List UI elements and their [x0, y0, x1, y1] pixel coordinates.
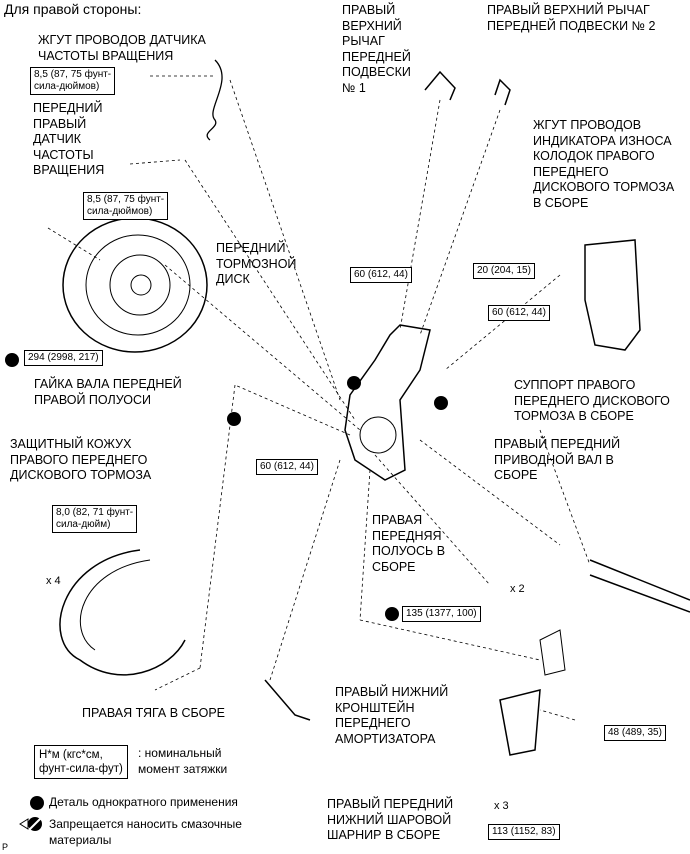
- torque-box-bracket: 48 (489, 35): [604, 725, 666, 741]
- label-axle-hub: ПРАВАЯ ПЕРЕДНЯЯ ПОЛУОСЬ В СБОРЕ: [372, 513, 446, 574]
- footer-mark: P: [2, 842, 9, 852]
- label-upper-arm-2: ПРАВЫЙ ВЕРХНИЙ РЫЧАГ ПЕРЕДНЕЙ ПОДВЕСКИ №…: [487, 3, 656, 33]
- non-reusable-marker: [227, 412, 241, 426]
- leader-line: [47, 227, 101, 261]
- leader-line: [184, 159, 356, 421]
- label-absorber-bracket: ПРАВЫЙ НИЖНИЙ КРОНШТЕЙН ПЕРЕДНЕГО АМОРТИ…: [335, 685, 449, 746]
- page-header: Для правой стороны:: [4, 1, 142, 17]
- dust-cover: [59, 549, 186, 676]
- leader-line: [269, 459, 341, 681]
- torque-box-upper1: 60 (612, 44): [350, 267, 412, 283]
- tie-rod: [264, 679, 311, 721]
- torque-box-ball: 113 (1152, 83): [488, 824, 560, 840]
- leader-line: [154, 667, 201, 691]
- count-x3: x 3: [494, 800, 509, 812]
- torque-box-tierod: 60 (612, 44): [256, 459, 318, 475]
- leader-line: [419, 109, 501, 336]
- upper-arm-1: [424, 70, 456, 101]
- leader-line: [444, 274, 561, 371]
- leader-line: [164, 264, 361, 431]
- speed-sensor-wire: [206, 59, 223, 141]
- brake-disc-hat: [109, 254, 171, 316]
- label-ball-joint: ПРАВЫЙ ПЕРЕДНИЙ НИЖНИЙ ШАРОВОЙ ШАРНИР В …: [327, 797, 454, 842]
- legend-unit-box: Н*м (кгс*см, фунт-сила-фут): [34, 745, 128, 779]
- label-pad-wear-wire: ЖГУТ ПРОВОДОВ ИНДИКАТОРА ИЗНОСА КОЛОДОК …: [533, 118, 675, 210]
- drive-shaft: [589, 559, 690, 613]
- torque-box-wire: 8,5 (87, 75 фунт- сила-дюймов): [30, 67, 116, 95]
- label-brake-disc: ПЕРЕДНИЙ ТОРМОЗНОЙ ДИСК: [216, 241, 297, 286]
- leader-line: [129, 159, 181, 165]
- leader-line: [419, 439, 561, 546]
- brake-caliper: [584, 239, 641, 351]
- legend-no-grease: Запрещается наносить смазочные материалы: [49, 817, 242, 847]
- label-front-speed-sensor: ПЕРЕДНИЙ ПРАВЫЙ ДАТЧИК ЧАСТОТЫ ВРАЩЕНИЯ: [33, 101, 105, 177]
- torque-box-sensor: 8,5 (87, 75 фунт- сила-дюймов): [83, 192, 169, 220]
- label-upper-arm-1: ПРАВЫЙ ВЕРХНИЙ РЫЧАГ ПЕРЕДНЕЙ ПОДВЕСКИ №…: [342, 3, 411, 95]
- legend-non-reusable-icon: [30, 796, 44, 810]
- torque-box-nut: 294 (2998, 217): [24, 350, 103, 366]
- label-tie-rod: ПРАВАЯ ТЯГА В СБОРЕ: [82, 706, 226, 720]
- leader-line: [234, 384, 351, 436]
- non-reusable-marker: [434, 396, 448, 410]
- no-grease-icon: [19, 817, 42, 831]
- count-x4: x 4: [46, 575, 61, 587]
- brake-disc-inner: [85, 234, 191, 336]
- leader-line: [229, 79, 341, 401]
- leader-line: [399, 99, 441, 331]
- label-drive-shaft: ПРАВЫЙ ПЕРЕДНИЙ ПРИВОДНОЙ ВАЛ В СБОРЕ: [494, 437, 621, 482]
- torque-box-shaft: 135 (1377, 100): [402, 606, 481, 622]
- torque-box-upper2: 60 (612, 44): [488, 305, 550, 321]
- brake-disc-center: [130, 274, 152, 296]
- shock-absorber: [539, 629, 566, 676]
- legend-non-reusable: Деталь однократного применения: [49, 795, 238, 809]
- steering-knuckle: [344, 324, 431, 481]
- dust-cover-inner: [79, 559, 151, 651]
- label-dust-cover: ЗАЩИТНЫЙ КОЖУХ ПРАВОГО ПЕРЕДНЕГО ДИСКОВО…: [10, 437, 152, 482]
- label-wire-speed-sensor: ЖГУТ ПРОВОДОВ ДАТЧИКА ЧАСТОТЫ ВРАЩЕНИЯ: [38, 33, 206, 63]
- non-reusable-marker: [347, 376, 361, 390]
- absorber-bracket: [499, 689, 541, 756]
- leader-line: [359, 469, 371, 621]
- brake-disc-outer: [62, 217, 208, 353]
- torque-box-cover: 8,0 (82, 71 фунт- сила-дюйм): [52, 505, 138, 533]
- torque-box-caliper: 20 (204, 15): [473, 263, 535, 279]
- hub-bearing: [359, 416, 397, 454]
- non-reusable-marker: [5, 353, 19, 367]
- leader-line: [199, 384, 236, 669]
- label-axle-nut: ГАЙКА ВАЛА ПЕРЕДНЕЙ ПРАВОЙ ПОЛУОСИ: [34, 377, 182, 407]
- leader-line: [359, 619, 541, 661]
- legend-unit-desc: : номинальный момент затяжки: [138, 746, 228, 776]
- leader-line: [374, 454, 491, 586]
- non-reusable-marker: [385, 607, 399, 621]
- count-x2: x 2: [510, 583, 525, 595]
- label-caliper: СУППОРТ ПРАВОГО ПЕРЕДНЕГО ДИСКОВОГО ТОРМ…: [514, 378, 670, 423]
- upper-arm-2: [494, 78, 511, 106]
- leader-line: [539, 709, 576, 721]
